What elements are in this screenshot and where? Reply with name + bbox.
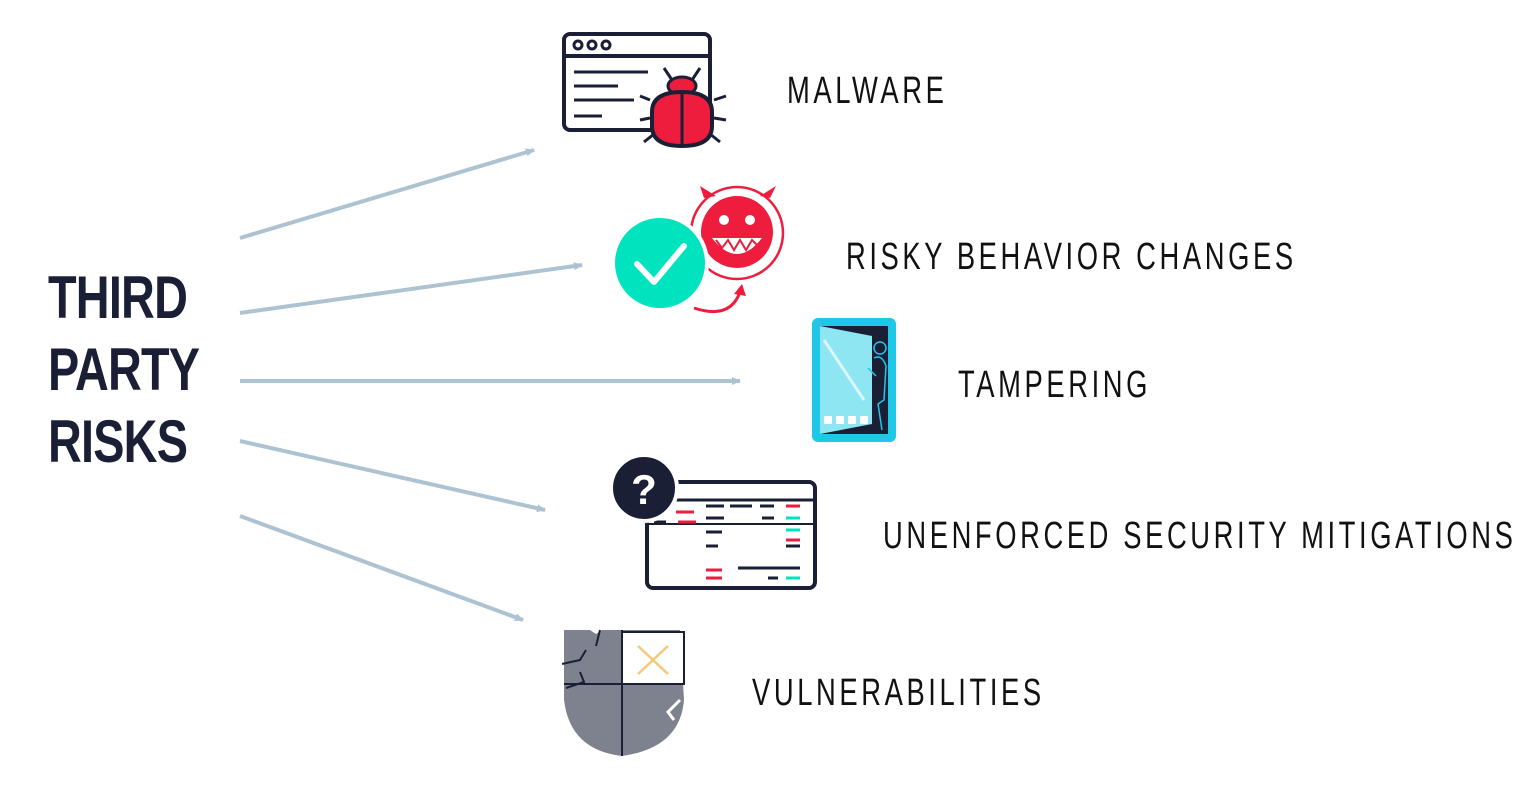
title-third: THIRD (48, 264, 188, 331)
vulnerabilities-shield-icon (561, 629, 685, 756)
question-mark-glyph: ? (631, 466, 657, 513)
arrow-to-vulnerabilities (239, 514, 524, 622)
arrow-to-risky-behavior (239, 262, 583, 315)
title-party: PARTY (48, 336, 200, 403)
tampering-phone-icon (812, 318, 896, 442)
risk-label-vulnerabilities: VULNERABILITIES (752, 672, 1045, 714)
risk-label-risky-behavior: RISKY BEHAVIOR CHANGES (846, 236, 1297, 278)
arrow-to-unenforced (239, 439, 546, 513)
risk-label-tampering: TAMPERING (958, 364, 1152, 406)
title-risks: RISKS (48, 408, 188, 475)
risk-label-unenforced: UNENFORCED SECURITY MITIGATIONS (883, 515, 1517, 557)
malware-bug-icon (562, 32, 727, 149)
risky-behavior-devil-icon (611, 185, 785, 313)
unenforced-mitigations-icon: ? (609, 453, 817, 590)
arrow-to-malware (239, 148, 535, 240)
risk-label-malware: MALWARE (787, 70, 948, 112)
